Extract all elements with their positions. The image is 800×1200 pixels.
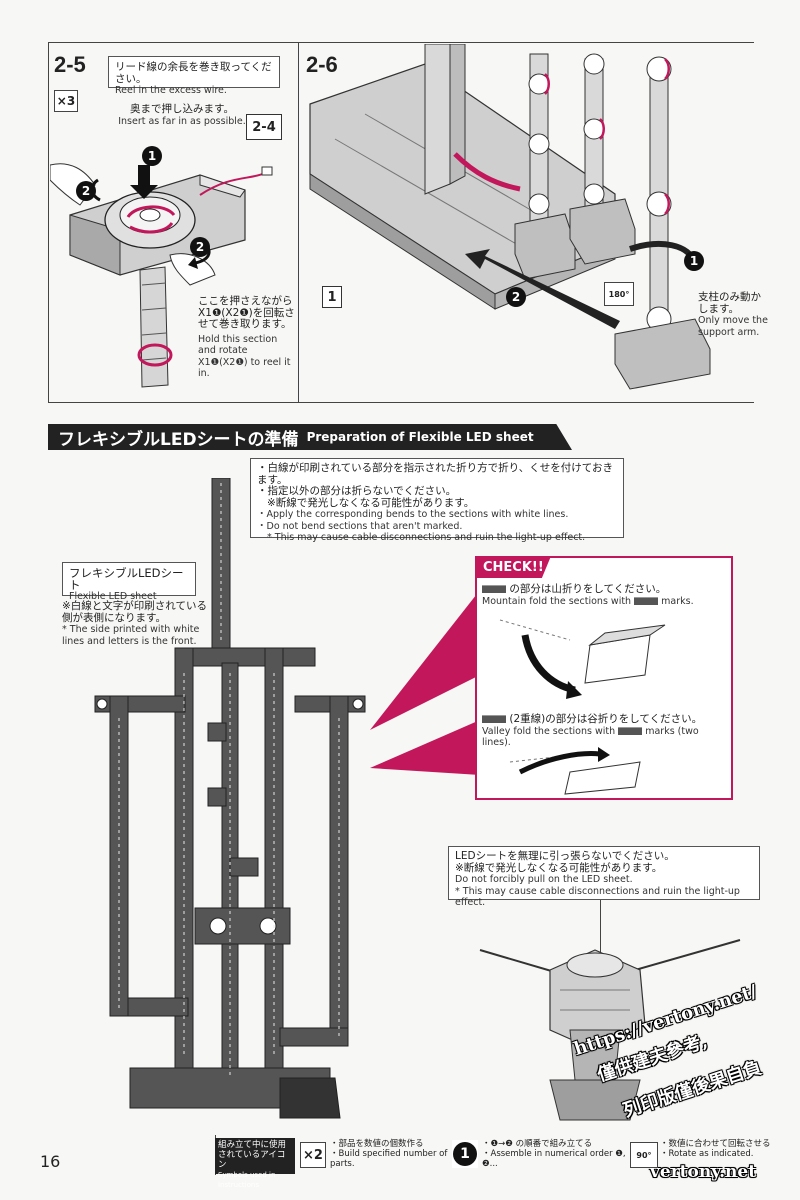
flexible-led-sheet-label: フレキシブルLEDシート Flexible LED sheet (62, 562, 196, 602)
page-number: 16 (40, 1152, 61, 1171)
step-2-5-number: 2-5 (54, 52, 86, 77)
step-2-5-title-jp: リード線の余長を巻き取ってください。 (115, 61, 272, 85)
support-arm-note: 支柱のみ動かします。 Only move the support arm. (698, 291, 768, 338)
step-2-5-callout-2b: 2 (190, 236, 210, 257)
count-badge-x3: ×3 (54, 90, 78, 112)
part-label-1: 1 (322, 286, 342, 308)
warning-pointer-line (600, 900, 601, 960)
step-2-5-title-en: Reel in the excess wire. (115, 85, 227, 96)
light-unit-illustration (479, 939, 741, 1121)
icon-legend-heading: 組み立て中に使用されているアイコン Symbols used in instru… (215, 1138, 295, 1189)
check-pointers (370, 590, 480, 775)
section-title-jp: フレキシブルLEDシートの準備 (58, 429, 299, 450)
check-box (475, 556, 733, 800)
step-2-6-callout-2: 2 (506, 286, 526, 307)
footer-rotate-badge: 90° (630, 1142, 658, 1168)
watermark-site: vertony.net (650, 1162, 757, 1182)
mountain-fold-note: の部分は山折りをしてください。 Mountain fold the sectio… (482, 583, 694, 607)
step-2-5-callout-2a: 2 (76, 180, 96, 201)
insert-note: 奥まで押し込みます。 Insert as far in as possible. (118, 103, 246, 127)
valley-fold-note: (2重線)の部分は谷折りをしてください。 Valley fold the sec… (482, 713, 703, 748)
step-2-5-illustration (50, 163, 273, 388)
footer-item-count: ・部品を数値の個数作る ・Build specified number of p… (330, 1139, 448, 1169)
footer-order-badge: 1 (452, 1140, 478, 1168)
bend-instruction-box: ・白線が印刷されている部分を指示された折り方で折り、くせを付けておきます。 ・指… (250, 458, 624, 543)
step-divider (298, 42, 299, 402)
pull-warning-box: LEDシートを無理に引っ張らないでください。 ※断線で発光しなくなる可能性があり… (448, 846, 760, 908)
front-side-note: ※白線と文字が印刷されている側が表側になります。 * The side prin… (62, 600, 207, 647)
step-2-5-title-box: リード線の余長を巻き取ってください。 Reel in the excess wi… (108, 56, 280, 96)
footer-count-badge: ×2 (300, 1142, 326, 1168)
mountain-fold-diagram (499, 619, 666, 699)
hold-note: ここを押さえながら X1❶(X2❶)を回転させて巻き取ります。 Hold thi… (198, 295, 295, 379)
left-margin-rule (48, 42, 49, 402)
step-2-6-callout-1: 1 (684, 250, 704, 271)
footer-item-order: ・❶→❷ の順番で組み立てる ・Assemble in numerical or… (482, 1139, 626, 1169)
mountain-mark-icon (482, 585, 506, 593)
upper-section-bottom-rule (48, 402, 754, 403)
valley-mark-icon (482, 715, 506, 723)
section-banner: フレキシブルLEDシートの準備 Preparation of Flexible … (48, 424, 572, 450)
valley-mark-icon (618, 727, 643, 735)
rotate-180-badge: 180° (604, 282, 634, 306)
mountain-mark-icon (634, 597, 659, 605)
top-rule (48, 42, 754, 43)
ref-label-2-4: 2-4 (246, 114, 282, 140)
valley-fold-diagram (509, 747, 641, 795)
step-2-6-illustration (309, 44, 711, 390)
check-tag: CHECK!! (475, 556, 551, 578)
section-title-en: Preparation of Flexible LED sheet (306, 430, 534, 444)
step-2-5-callout-1: 1 (142, 145, 162, 166)
footer-item-rotate: ・数値に合わせて回転させる ・Rotate as indicated. (660, 1139, 771, 1159)
led-sheet-illustration (94, 478, 366, 1119)
step-2-6-number: 2-6 (306, 52, 338, 77)
